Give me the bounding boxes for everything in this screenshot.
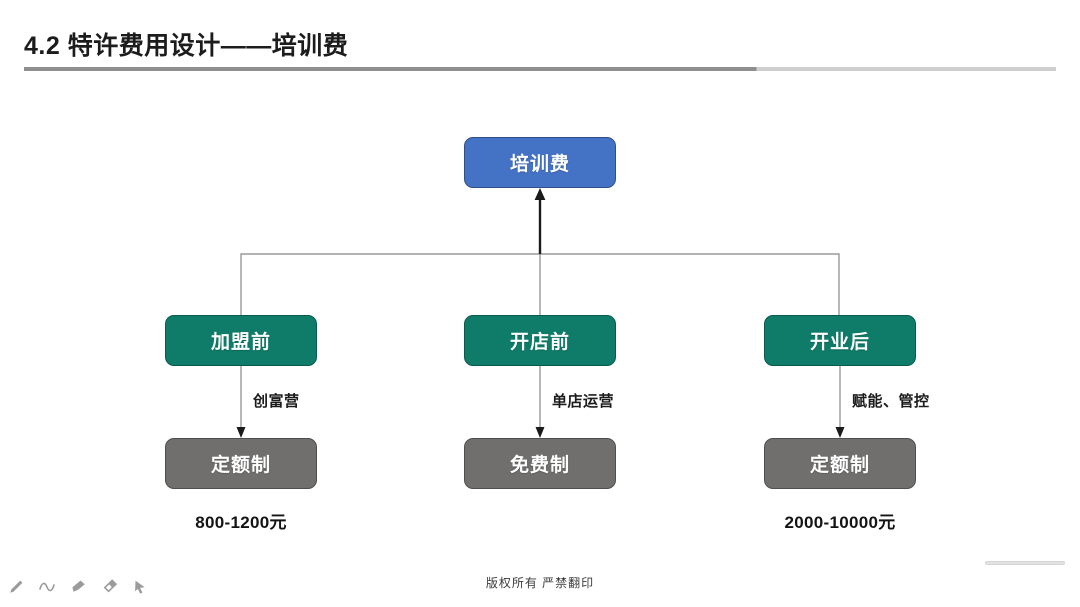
- cursor-icon[interactable]: [130, 577, 150, 597]
- node-mode-1-label: 定额制: [210, 455, 271, 476]
- horizontal-scrollbar[interactable]: [985, 561, 1065, 565]
- node-stage-3-label: 开业后: [809, 332, 870, 353]
- page-title: 4.2 特许费用设计——培训费: [24, 32, 349, 60]
- ink-toolbar: [6, 577, 150, 597]
- highlighter-icon[interactable]: [68, 577, 88, 597]
- node-stage-1-label: 加盟前: [210, 332, 271, 353]
- node-training-fee[interactable]: 培训费: [464, 137, 616, 188]
- eraser-icon[interactable]: [99, 577, 119, 597]
- node-mode-1[interactable]: 定额制: [165, 438, 317, 489]
- node-mode-3[interactable]: 定额制: [764, 438, 916, 489]
- node-stage-2-label: 开店前: [509, 332, 570, 353]
- price-label-1: 800-1200元: [195, 513, 287, 532]
- node-stage-3[interactable]: 开业后: [764, 315, 916, 366]
- node-stage-1[interactable]: 加盟前: [165, 315, 317, 366]
- squiggle-icon[interactable]: [37, 577, 57, 597]
- node-stage-2[interactable]: 开店前: [464, 315, 616, 366]
- edge-label-2: 单店运营: [552, 393, 615, 410]
- node-mode-2-label: 免费制: [509, 455, 570, 476]
- node-mode-2[interactable]: 免费制: [464, 438, 616, 489]
- node-training-fee-label: 培训费: [509, 154, 570, 175]
- price-label-3: 2000-10000元: [784, 513, 896, 532]
- footer-copyright: 版权所有 严禁翻印: [485, 576, 595, 590]
- edge-label-3: 赋能、管控: [852, 393, 930, 410]
- pen-icon[interactable]: [6, 577, 26, 597]
- title-divider: [24, 67, 1056, 71]
- node-mode-3-label: 定额制: [809, 455, 870, 476]
- edge-label-1: 创富营: [253, 393, 300, 410]
